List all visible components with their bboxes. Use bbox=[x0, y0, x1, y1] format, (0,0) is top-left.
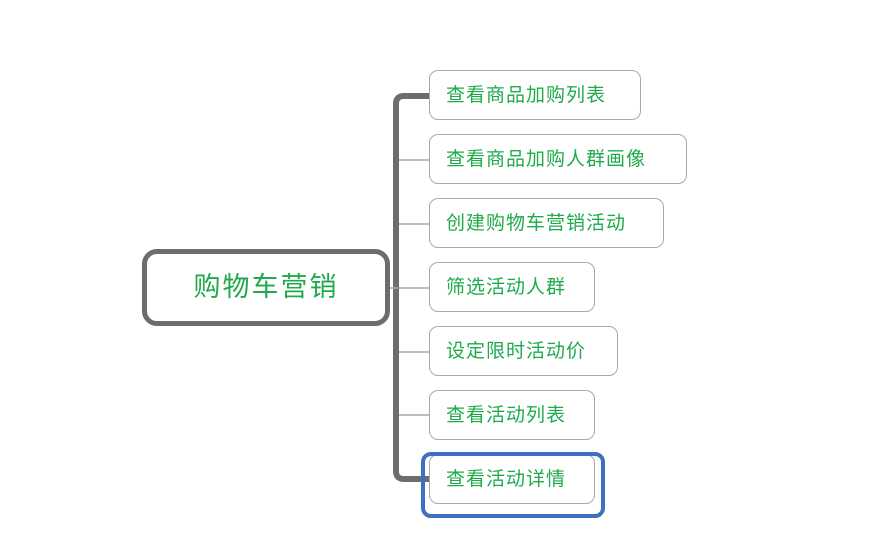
child-node-6[interactable]: 查看活动列表 bbox=[429, 390, 595, 440]
child-node-7[interactable]: 查看活动详情 bbox=[429, 454, 595, 504]
child-node-label: 筛选活动人群 bbox=[446, 275, 567, 298]
child-node-label: 查看活动详情 bbox=[446, 467, 567, 490]
child-node-label: 查看商品加购人群画像 bbox=[446, 147, 647, 170]
child-node-label: 查看商品加购列表 bbox=[446, 83, 607, 106]
root-node-label: 购物车营销 bbox=[193, 272, 339, 303]
child-node-2[interactable]: 查看商品加购人群画像 bbox=[429, 134, 687, 184]
child-node-5[interactable]: 设定限时活动价 bbox=[429, 326, 618, 376]
child-node-label: 查看活动列表 bbox=[446, 403, 567, 426]
child-node-4[interactable]: 筛选活动人群 bbox=[429, 262, 595, 312]
selected-node-highlight bbox=[421, 452, 605, 518]
root-node[interactable]: 购物车营销 bbox=[142, 249, 390, 326]
child-node-3[interactable]: 创建购物车营销活动 bbox=[429, 198, 664, 248]
child-node-label: 创建购物车营销活动 bbox=[446, 211, 627, 234]
child-node-label: 设定限时活动价 bbox=[446, 339, 587, 362]
child-node-1[interactable]: 查看商品加购列表 bbox=[429, 70, 641, 120]
branch-lines bbox=[398, 95, 430, 480]
